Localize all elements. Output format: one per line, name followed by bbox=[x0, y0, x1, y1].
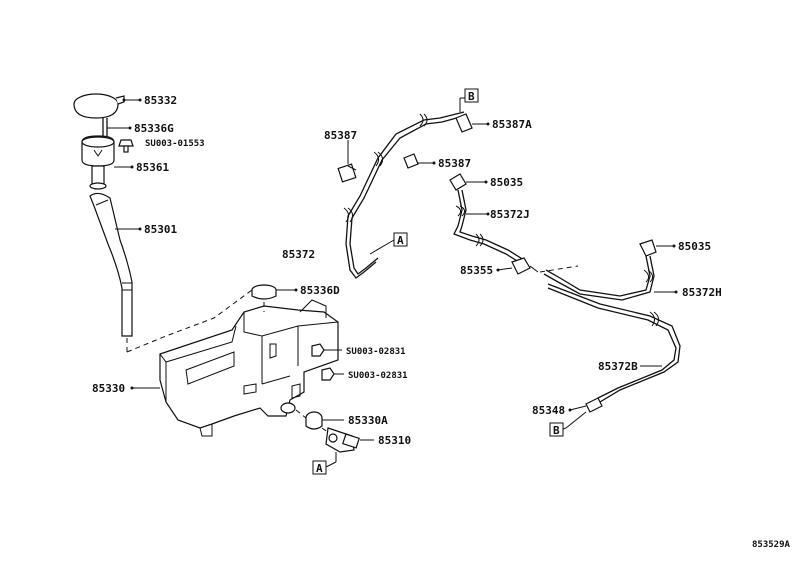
ref-box-B-top: B bbox=[464, 88, 479, 103]
nozzle-85387-mid bbox=[403, 153, 419, 169]
check-valve-85355 bbox=[511, 257, 539, 275]
nozzle-85387-left bbox=[337, 163, 357, 183]
grommet-85330A bbox=[305, 411, 323, 430]
grommet-85336D bbox=[251, 284, 277, 300]
joint-85387A bbox=[455, 113, 473, 133]
filler-hose bbox=[89, 192, 133, 337]
screw-02831-a bbox=[311, 343, 342, 357]
label-85372B: 85372B bbox=[598, 360, 638, 373]
hose-85372J bbox=[453, 189, 525, 265]
label-85387-mid: 85387 bbox=[438, 157, 471, 170]
label-85387-left: 85387 bbox=[324, 129, 357, 142]
washer-tank bbox=[159, 299, 339, 437]
nozzle-85035-top bbox=[449, 173, 467, 191]
washer-pump bbox=[325, 427, 360, 453]
label-85387A: 85387A bbox=[492, 118, 532, 131]
ref-box-A-mid: A bbox=[393, 232, 408, 247]
screw-01553 bbox=[118, 139, 134, 153]
ref-box-B-bottom: B bbox=[549, 422, 564, 437]
ref-A-bottom-label: A bbox=[316, 462, 323, 475]
label-85301: 85301 bbox=[144, 223, 177, 236]
label-85372J: 85372J bbox=[490, 208, 530, 221]
ref-B-top-label: B bbox=[468, 90, 475, 103]
filler-cap bbox=[73, 93, 125, 119]
label-SU003-02831-a: SU003-02831 bbox=[346, 347, 406, 357]
ref-B-bottom-label: B bbox=[553, 424, 560, 437]
label-85372H: 85372H bbox=[682, 286, 722, 299]
cap-strap bbox=[102, 118, 108, 138]
label-85035-right: 85035 bbox=[678, 240, 711, 253]
label-85035-top: 85035 bbox=[490, 176, 523, 189]
label-85330: 85330 bbox=[92, 382, 125, 395]
screw-02831-b bbox=[321, 367, 344, 381]
label-SU003-01553: SU003-01553 bbox=[145, 139, 205, 149]
filler-neck bbox=[81, 135, 115, 190]
hose-85372B bbox=[547, 283, 681, 403]
nozzle-85035-right bbox=[639, 239, 657, 257]
label-85348: 85348 bbox=[532, 404, 565, 417]
label-85361: 85361 bbox=[136, 161, 169, 174]
label-85330A: 85330A bbox=[348, 414, 388, 427]
label-SU003-02831-b: SU003-02831 bbox=[348, 371, 408, 381]
hose-85372H bbox=[543, 255, 655, 301]
diagram-id: 853529A bbox=[752, 540, 791, 550]
ref-box-A-bottom: A bbox=[312, 460, 327, 475]
label-85310: 85310 bbox=[378, 434, 411, 447]
label-85336G: 85336G bbox=[134, 122, 174, 135]
label-85336D: 85336D bbox=[300, 284, 340, 297]
label-85372: 85372 bbox=[282, 248, 315, 261]
hose-85372 bbox=[343, 111, 465, 279]
ref-A-mid-label: A bbox=[397, 234, 404, 247]
joint-85348 bbox=[585, 397, 603, 413]
label-85332: 85332 bbox=[144, 94, 177, 107]
label-85355: 85355 bbox=[460, 264, 493, 277]
